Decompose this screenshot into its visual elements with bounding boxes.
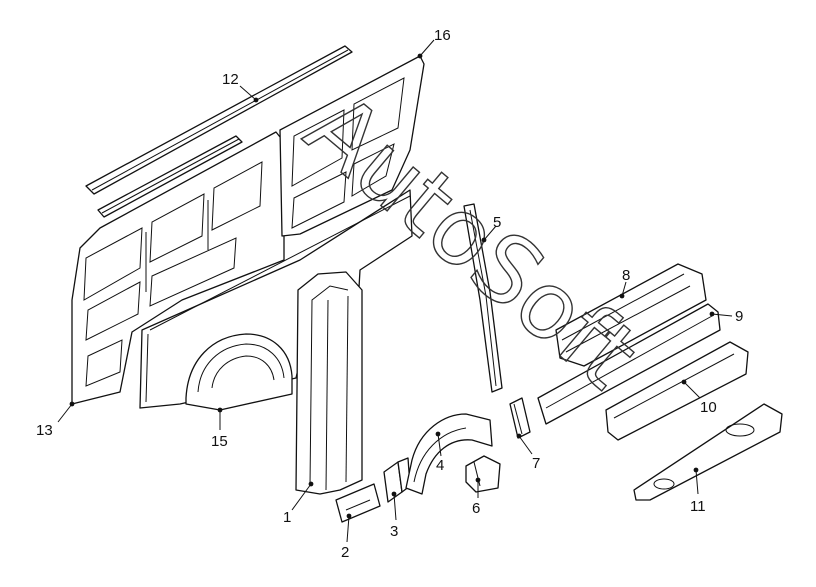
part-11-floor-plate [633, 403, 783, 501]
callout-5: 5 [493, 214, 501, 231]
part-3-small-bracket [383, 457, 411, 503]
part-1-rear-pillar [295, 271, 363, 495]
callout-12: 12 [222, 71, 239, 88]
callout-15: 15 [211, 433, 228, 450]
part-2-bracket [335, 483, 381, 523]
callout-1: 1 [283, 509, 291, 526]
callout-6: 6 [472, 500, 480, 517]
part-6-mount [465, 455, 501, 493]
callout-9: 9 [735, 308, 743, 325]
callout-2: 2 [341, 544, 349, 561]
callout-16: 16 [434, 27, 451, 44]
callout-3: 3 [390, 523, 398, 540]
part-4-arch-reinforcement [405, 413, 493, 495]
part-5-c-pillar [463, 203, 503, 393]
part-9-side-member [537, 303, 721, 425]
part-13-side-panel-frame [71, 131, 285, 405]
callout-10: 10 [700, 399, 717, 416]
callout-8: 8 [622, 267, 630, 284]
part-8-floor-rail [555, 263, 707, 367]
part-7-bracket [509, 397, 531, 439]
leader-lines [57, 39, 733, 543]
callout-13: 13 [36, 422, 53, 439]
part-10-cross-member [605, 341, 749, 441]
part-12-roof-rail [85, 45, 353, 218]
callout-labels: 1 2 3 4 5 6 7 8 9 10 11 12 13 15 16 [36, 27, 743, 561]
callout-4: 4 [436, 457, 444, 474]
callout-7: 7 [532, 455, 540, 472]
callout-11: 11 [690, 498, 706, 515]
part-15-wheel-house [185, 333, 293, 411]
